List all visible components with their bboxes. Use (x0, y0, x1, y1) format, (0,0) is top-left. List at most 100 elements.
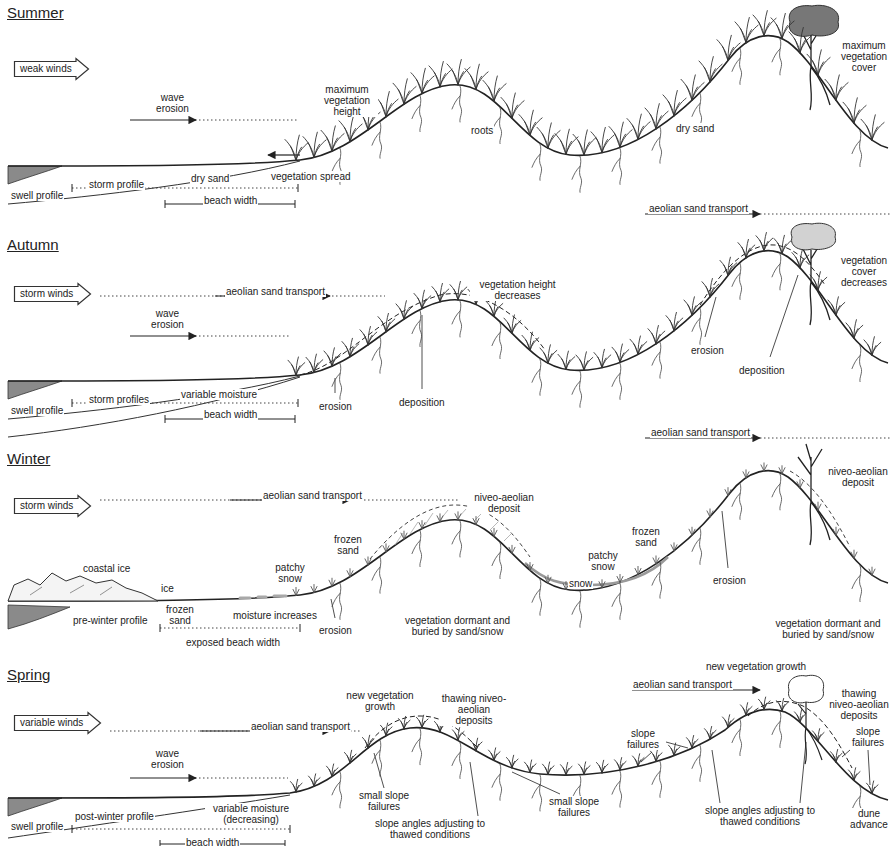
annotation: variable moisture (180, 389, 258, 400)
grass-tuft (741, 703, 753, 716)
grass-tuft (774, 235, 791, 253)
ground-profile (8, 471, 888, 601)
annotation: roots (470, 125, 494, 136)
root-line (652, 761, 662, 797)
grass-tuft (363, 735, 375, 748)
grass-tuft (699, 57, 722, 82)
label-anchor: roots (470, 120, 494, 138)
grass-tuft (648, 326, 665, 344)
dotted-arrow-line (760, 214, 890, 215)
label-anchor: Autumn (6, 236, 60, 254)
grass-tuft (365, 557, 371, 565)
label-anchor: storm profile (88, 174, 145, 192)
label-anchor: Spring (6, 666, 51, 684)
grass-tuft (843, 98, 866, 123)
arrow-shape (15, 713, 101, 734)
ice-cracks (30, 585, 112, 595)
grass-tuft (324, 348, 341, 366)
grass-tuft (525, 760, 537, 773)
label-anchor: storm profiles (88, 389, 150, 407)
grass-tuft (779, 466, 785, 474)
grass-tuft (720, 257, 737, 275)
root-line (532, 359, 542, 395)
grass-tuft (795, 710, 807, 723)
annotation: post-winter profile (74, 811, 155, 822)
root-line (772, 474, 782, 510)
grass-tuft (522, 332, 539, 350)
label-anchor: dry sand (675, 118, 715, 136)
grass-tuft (540, 345, 557, 363)
root-line (452, 301, 462, 337)
grass-tuft (378, 313, 395, 331)
wave-arrow (130, 119, 196, 120)
summer-panel (8, 5, 888, 208)
grass-tuft (501, 93, 524, 118)
dotted-arrow-line (195, 778, 288, 779)
leader-lines (331, 511, 728, 618)
annotation: wave erosion (140, 308, 195, 330)
root-line (772, 712, 782, 748)
annotation: wave erosion (140, 748, 195, 770)
root-line (612, 771, 622, 807)
grass-tuft (342, 338, 359, 356)
label-anchor: niveo-aeolian deposit (826, 466, 890, 490)
annotation: deposition (738, 365, 786, 376)
grass-tuft (635, 566, 641, 574)
dotted-arrow-line (195, 120, 298, 121)
grass-tuft (707, 509, 713, 517)
wind-arrow: weak winds (14, 58, 89, 80)
root-line (652, 562, 662, 598)
root-line (852, 566, 862, 602)
grass-tuft (753, 11, 776, 36)
tree-trunk (800, 26, 830, 110)
annotation: coastal ice (82, 563, 131, 574)
grass-tuft (293, 587, 299, 595)
grass-tuft (401, 531, 407, 539)
root-line (732, 720, 742, 756)
grass-tuft (447, 60, 470, 85)
root-line (452, 521, 462, 557)
grass-tuft (321, 126, 344, 151)
coastal-ice (8, 573, 158, 601)
grass-tuft (543, 762, 555, 775)
annotation: swell profile (10, 405, 64, 416)
label-anchor: deposition (738, 360, 786, 378)
grass-tuft (288, 357, 305, 375)
root-line (772, 39, 782, 75)
annotation: snow (568, 578, 593, 589)
label-anchor: pre-winter profile (72, 610, 148, 628)
dotted-arrow-line (760, 438, 890, 439)
season-title: Summer (6, 4, 65, 22)
annotation: maximum vegetation cover (838, 40, 890, 73)
grass-tuft (383, 544, 389, 552)
annotation: frozen sand (628, 526, 664, 548)
grass-tuft (789, 27, 812, 52)
label-anchor: patchy snow (585, 550, 621, 574)
grass-tuft (831, 749, 843, 762)
label-anchor: aeolian sand transport (650, 422, 751, 440)
label-anchor: aeolian sand transport (648, 198, 749, 216)
grass-tuft (327, 764, 339, 777)
annotation: erosion (318, 401, 353, 412)
root-line (372, 740, 382, 776)
annotation: swell profile (10, 190, 64, 201)
grass-tuft (612, 344, 629, 362)
root-line (692, 745, 702, 781)
root-line (532, 579, 542, 615)
root-line (372, 122, 382, 158)
grass-tuft (687, 735, 699, 748)
grass-tuft (771, 13, 794, 38)
grass-tuft (471, 738, 483, 751)
label-anchor: snow (568, 573, 593, 591)
grass-tuft (684, 297, 701, 315)
annotation: swell profile (10, 821, 64, 832)
grass-tuft (291, 779, 303, 792)
wave-arrow (130, 335, 196, 336)
label-anchor: maximum vegetation cover (838, 40, 890, 75)
root-line (772, 254, 782, 290)
label-anchor: vegetation spread (270, 166, 352, 184)
label-anchor: aeolian sand transport (632, 674, 733, 692)
grass-tuft (555, 129, 578, 154)
annotation: vegetation height decreases (470, 279, 565, 301)
annotation: aeolian sand transport (650, 427, 751, 438)
